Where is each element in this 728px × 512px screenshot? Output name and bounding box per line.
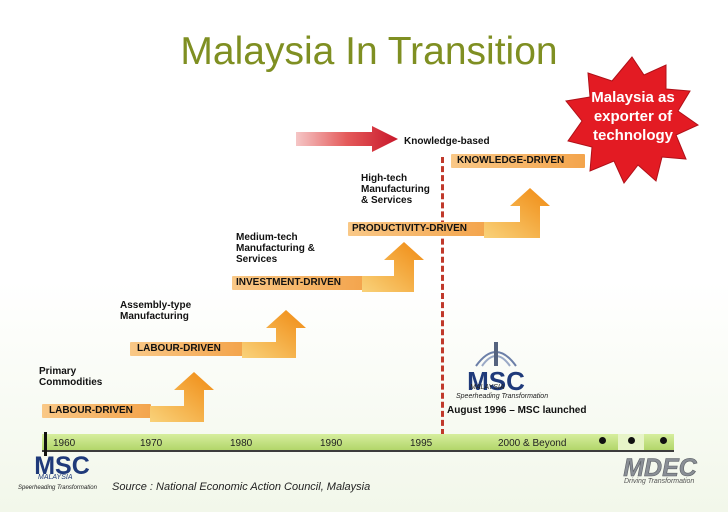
step-arrow-icon: [362, 242, 424, 292]
band-productivity-driven: PRODUCTIVITY-DRIVEN: [348, 222, 488, 236]
svg-text:MDEC: MDEC: [623, 454, 698, 482]
step-arrow-icon: [242, 310, 306, 358]
timeline-dot: [660, 437, 667, 444]
band-labour-driven-2: LABOUR-DRIVEN: [130, 342, 243, 356]
timeline-dot: [599, 437, 606, 444]
svg-text:MSC: MSC: [34, 452, 90, 480]
msc-launch-event: August 1996 – MSC launched: [447, 405, 587, 416]
step-arrow-icon: [150, 372, 214, 422]
stage-label-high-tech: High-tech Manufacturing & Services: [361, 173, 430, 206]
timeline-bar: [42, 434, 674, 452]
svg-text:MSC: MSC: [467, 366, 525, 396]
callout-text: Malaysia as exporter of technology: [591, 89, 675, 144]
starburst-callout-icon: [565, 56, 700, 184]
timeline-year: 1970: [140, 438, 163, 449]
timeline-dot: [628, 437, 635, 444]
msc-logo-tagline: Speerheading Transformation: [18, 485, 97, 491]
msc-launch-tagline: Speerheading Transformation: [456, 393, 549, 400]
timeline-year: 1990: [320, 438, 343, 449]
step-arrow-icon: [484, 188, 550, 238]
source-note: Source : National Economic Action Counci…: [112, 481, 371, 493]
timeline-year: 1995: [410, 438, 433, 449]
timeline-year: 2000 & Beyond: [498, 438, 567, 449]
band-knowledge-driven: KNOWLEDGE-DRIVEN: [451, 154, 585, 168]
timeline-year: 1960: [53, 438, 76, 449]
timeline-year: 1980: [230, 438, 253, 449]
msc-launch-country: MALAYSIA: [470, 384, 505, 391]
mdec-logo-tagline: Driving Transformation: [624, 478, 695, 485]
knowledge-based-label: Knowledge-based: [404, 136, 490, 147]
mdec-logo-icon: MDEC: [623, 454, 698, 482]
timeline-start-marker: [44, 432, 47, 456]
msc-launch-logo-icon: MSC: [467, 342, 525, 396]
page-title: Malaysia In Transition: [180, 30, 558, 73]
msc-divider: [441, 157, 444, 435]
band-labour-driven-1: LABOUR-DRIVEN: [42, 404, 151, 418]
stage-label-medium-tech: Medium-tech Manufacturing & Services: [236, 232, 315, 265]
stage-label-primary: Primary Commodities: [39, 366, 103, 388]
band-investment-driven: INVESTMENT-DRIVEN: [232, 276, 366, 290]
stage-label-assembly: Assembly-type Manufacturing: [120, 300, 192, 322]
msc-logo-icon: MSC: [34, 452, 90, 480]
msc-logo-country: MALAYSIA: [38, 474, 73, 481]
knowledge-arrow-icon: [296, 126, 398, 152]
